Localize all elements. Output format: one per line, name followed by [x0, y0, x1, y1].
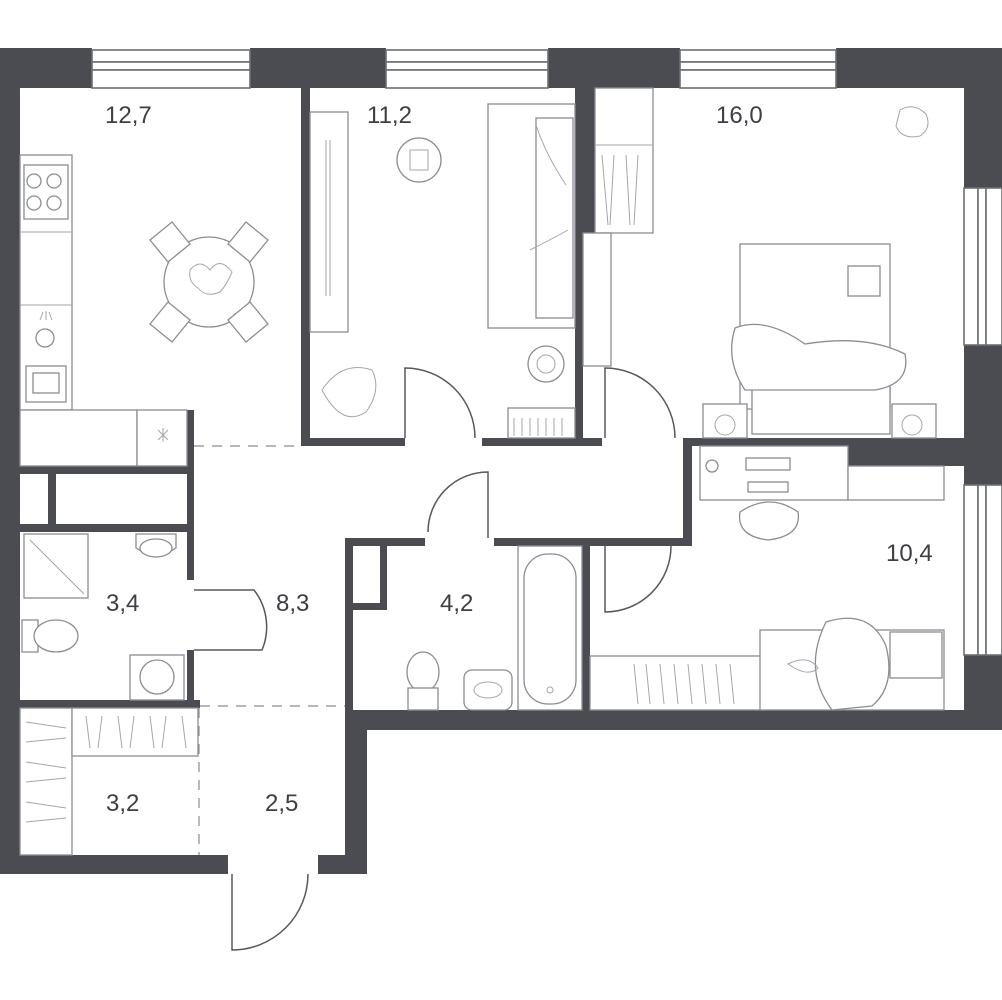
room-area-living: 11,2 — [367, 102, 412, 129]
kitchen-furniture — [19, 154, 269, 467]
openings — [194, 445, 345, 855]
room-labels: 12,7 11,2 16,0 3,4 8,3 4,2 10,4 3,2 2,5 — [105, 102, 933, 817]
room-area-kitchen: 12,7 — [105, 102, 152, 129]
room-area-hall: 8,3 — [276, 590, 309, 617]
doors — [194, 367, 676, 951]
room-area-bath: 4,2 — [440, 590, 473, 617]
interior-walls — [20, 88, 964, 710]
room-area-bedroom2: 10,4 — [886, 540, 933, 567]
bedroom-furniture — [582, 87, 937, 439]
room-area-entrance: 2,5 — [265, 790, 298, 817]
room-area-bathroom: 3,4 — [106, 590, 139, 617]
room-area-bedroom: 16,0 — [716, 102, 763, 129]
bath-fixtures — [406, 545, 583, 711]
storage-furniture — [19, 707, 199, 856]
living-furniture — [309, 103, 576, 439]
exterior-walls — [0, 48, 1002, 874]
bedroom2-furniture — [589, 445, 945, 711]
bathroom-fixtures — [21, 533, 185, 701]
room-area-storage: 3,2 — [106, 790, 139, 817]
windows — [91, 49, 1002, 656]
